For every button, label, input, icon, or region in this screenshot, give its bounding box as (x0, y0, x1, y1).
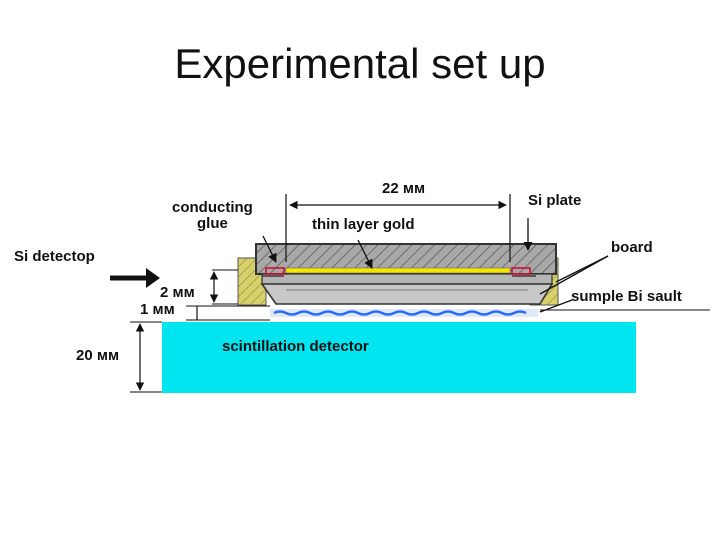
label-dim-20: 20 мм (76, 347, 120, 364)
label-si-plate: Si plate (528, 192, 582, 209)
si-plate (261, 273, 553, 285)
contact-left (265, 267, 285, 275)
label-sample: sumple Bi sault (571, 288, 682, 305)
aperture-funnel (260, 283, 554, 305)
label-dim-1: 1 мм (140, 301, 175, 318)
page-title: Experimental set up (174, 40, 546, 87)
glue-leader (262, 235, 277, 263)
board-leader-2 (555, 255, 609, 283)
label-dim-2: 2 мм (160, 284, 195, 301)
label-si-detector: Si detectop (14, 248, 95, 265)
label-thin-layer-gold: thin layer gold (312, 216, 415, 233)
label-board: board (611, 239, 653, 256)
gold-leader (357, 239, 373, 269)
contact-right (511, 267, 531, 275)
scintillation-detector-block (162, 322, 636, 393)
gold-layer (285, 267, 511, 274)
sample-particles (273, 310, 527, 316)
label-width-22: 22 мм (382, 180, 426, 197)
label-conducting-glue: conducting glue (172, 199, 253, 232)
label-scintillation-detector: scintillation detector (222, 338, 369, 355)
